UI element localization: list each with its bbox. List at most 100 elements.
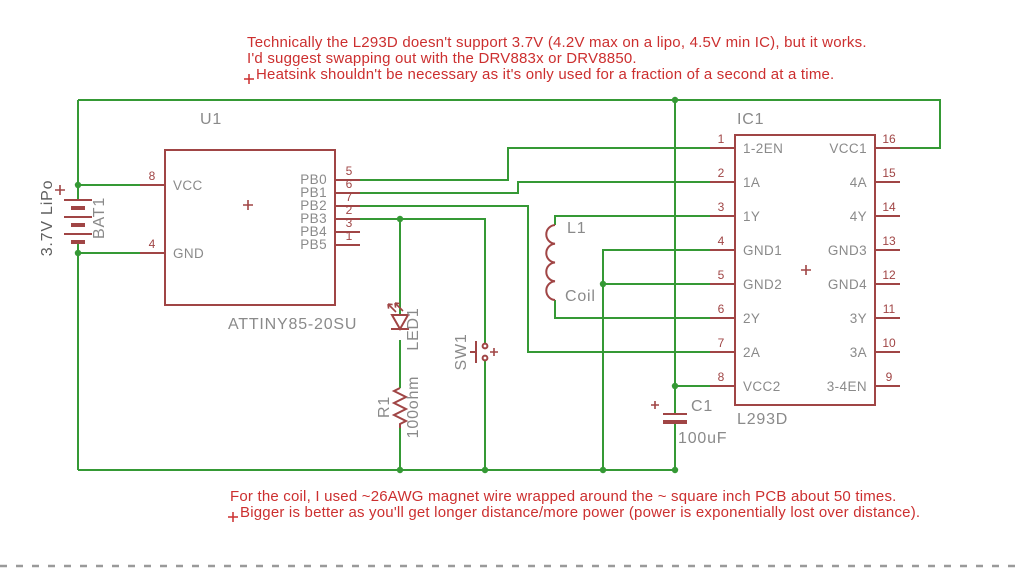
pin-name: GND1 (743, 243, 782, 258)
pin-number: 7 (718, 336, 725, 350)
led-ref: LED1 (405, 307, 422, 350)
pin-name: 3Y (850, 311, 867, 326)
pin-name: PB3 (300, 211, 327, 226)
wire-pb0-12en (360, 147, 710, 181)
capacitor-ref: C1 (691, 398, 713, 415)
inductor-l1: L1 Coil (545, 220, 596, 305)
junction-dots (74, 96, 679, 474)
led-emission-arrows-icon (387, 302, 404, 313)
pin-number: 4 (718, 234, 725, 248)
pin-number: 5 (346, 164, 353, 178)
pin-name: GND4 (828, 277, 867, 292)
pin-name: 2Y (743, 311, 760, 326)
pin-number: 8 (149, 169, 156, 183)
ic1-ref: IC1 (737, 111, 764, 128)
ic1-value: L293D (737, 411, 788, 428)
pin-name: PB2 (300, 198, 327, 213)
wire-coil-1y-2y (554, 215, 710, 319)
pin-number: 2 (346, 203, 353, 217)
wire-pb1-1a (360, 181, 710, 194)
annotation-line: Heatsink shouldn't be necessary as it's … (256, 66, 834, 83)
capacitor-plus-icon (651, 401, 659, 409)
wire-pb2-2a (360, 205, 710, 353)
wire-gnd-pins (602, 249, 710, 470)
pin-number: 6 (718, 302, 725, 316)
ic1-body (734, 134, 876, 406)
ic1-origin-cross-icon (801, 265, 811, 275)
switch-sw1: SW1 (453, 333, 498, 371)
pin-name: PB0 (300, 172, 327, 187)
switch-actuator (470, 341, 477, 363)
resistor-r1: R1 100ohm (376, 376, 422, 439)
resistor-zigzag (391, 387, 409, 428)
capacitor-c1: C1 100uF (651, 398, 727, 447)
wire-vcc2-c1 (674, 100, 710, 470)
annotation-line: I'd suggest swapping out with the DRV883… (247, 50, 637, 67)
pin-name: PB4 (300, 224, 327, 239)
annotation-line: Bigger is better as you'll get longer di… (240, 504, 920, 521)
annotation-line: Technically the L293D doesn't support 3.… (247, 34, 867, 51)
u1-ref: U1 (200, 111, 222, 128)
ic-u1: U1 ATTINY85-20SU VCC GND 8 4 PB0 PB1 PB2… (140, 111, 360, 333)
pin-name: VCC1 (829, 141, 867, 156)
pin-number: 14 (882, 200, 896, 214)
ic1-pin-stubs (710, 147, 900, 387)
u1-value: ATTINY85-20SU (228, 316, 357, 333)
battery-value: 3.7V LiPo (39, 180, 56, 257)
pin-name: 1Y (743, 209, 760, 224)
resistor-ref: R1 (376, 396, 393, 418)
capacitor-value: 100uF (678, 430, 727, 447)
pin-number: 4 (149, 237, 156, 251)
u1-origin-cross-icon (243, 200, 253, 210)
u1-body (164, 149, 336, 306)
ic-ic1: IC1 L293D 1-2EN 1A 1Y GND1 GND2 2Y 2A VC… (710, 111, 900, 428)
switch-contact (481, 342, 489, 350)
battery-plus-icon (55, 185, 65, 195)
pin-number: 8 (718, 370, 725, 384)
wire-top-rail (78, 99, 941, 149)
pin-number: 6 (346, 177, 353, 191)
led-triangle (390, 314, 410, 332)
pin-number: 16 (882, 132, 896, 146)
wire-pb3-led-switch (360, 218, 486, 470)
pin-name: GND3 (828, 243, 867, 258)
switch-ref: SW1 (453, 333, 470, 370)
pin-number: 12 (882, 268, 896, 282)
text-origin-cross-icon (228, 512, 238, 522)
battery-short-plates (71, 206, 85, 244)
inductor-ref: L1 (567, 220, 586, 237)
pin-number: 7 (346, 190, 353, 204)
pin-number: 5 (718, 268, 725, 282)
pin-number: 3 (718, 200, 725, 214)
resistor-value: 100ohm (405, 376, 422, 439)
pin-name: 2A (743, 345, 760, 360)
battery-long-plates (64, 199, 92, 235)
pin-number: 11 (883, 302, 896, 316)
switch-contact (481, 354, 489, 362)
battery-bat1: BAT1 3.7V LiPo (39, 180, 108, 257)
inductor-winding (545, 224, 556, 301)
pin-name: PB1 (300, 185, 327, 200)
pin-name: 3-4EN (827, 379, 867, 394)
pin-name: GND2 (743, 277, 782, 292)
pin-number: 2 (718, 166, 725, 180)
annotation-top: Technically the L293D doesn't support 3.… (244, 34, 867, 84)
pin-number: 1 (346, 229, 353, 243)
pin-number: 15 (882, 166, 896, 180)
wire-battery-taps (78, 184, 140, 254)
pin-name: 3A (850, 345, 867, 360)
led-led1: LED1 (387, 302, 422, 351)
battery-ref: BAT1 (91, 197, 108, 239)
switch-origin-cross-icon (490, 348, 498, 356)
annotation-line: For the coil, I used ~26AWG magnet wire … (230, 488, 897, 505)
pin-name: GND (173, 246, 204, 261)
inductor-value: Coil (565, 288, 596, 305)
pin-number: 13 (882, 234, 896, 248)
pin-name: VCC2 (743, 379, 781, 394)
pin-name: 4A (850, 175, 867, 190)
wires (74, 96, 941, 474)
pin-number: 1 (718, 132, 725, 146)
pin-number: 9 (886, 370, 893, 384)
